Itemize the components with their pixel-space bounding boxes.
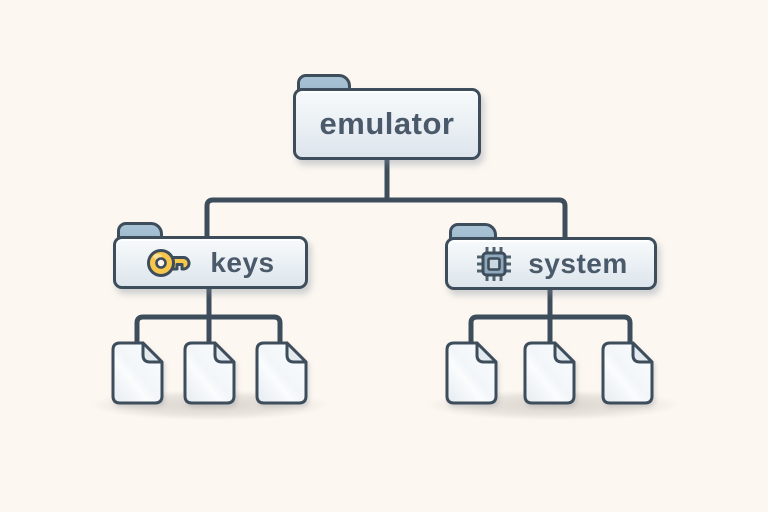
folder-emulator: emulator <box>293 74 481 160</box>
folder-body: emulator <box>293 88 481 160</box>
folder-label: emulator <box>319 106 455 141</box>
file-icon <box>110 341 164 405</box>
keys-files-row <box>110 341 308 405</box>
folder-body: system <box>445 237 657 290</box>
connector-system-branch <box>468 314 633 348</box>
file-icon <box>600 341 654 405</box>
key-icon <box>147 248 191 277</box>
folder-label: keys <box>210 246 275 278</box>
folder-body: keys <box>113 236 308 289</box>
folder-keys: keys <box>113 222 308 289</box>
file-icon <box>444 341 498 405</box>
file-icon <box>254 341 308 405</box>
connector-branch-top <box>204 197 568 240</box>
folder-system: system <box>445 223 657 290</box>
connector-keys-branch <box>134 314 283 348</box>
file-icon <box>182 341 236 405</box>
folder-label: system <box>528 247 628 279</box>
file-icon <box>522 341 576 405</box>
system-files-row <box>444 341 654 405</box>
chip-icon <box>477 246 512 281</box>
